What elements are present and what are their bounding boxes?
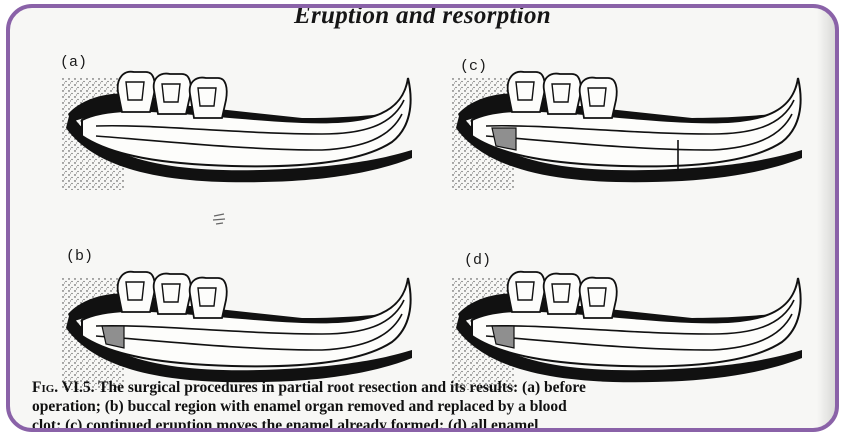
caption-line-1: Fig. VI.5. The surgical procedures in pa… bbox=[32, 378, 832, 397]
figure-illustrations bbox=[10, 8, 835, 428]
caption-line-3: clot; (c) continued eruption moves the e… bbox=[32, 416, 832, 432]
caption-line-1-text: The surgical procedures in partial root … bbox=[95, 379, 586, 396]
panel-a-drawing bbox=[62, 72, 412, 190]
scan-smudge bbox=[213, 214, 225, 224]
panel-c-drawing bbox=[452, 72, 802, 190]
panel-label-c: (c) bbox=[460, 58, 487, 75]
panel-d-drawing bbox=[452, 272, 802, 390]
figure-caption: Fig. VI.5. The surgical procedures in pa… bbox=[32, 378, 832, 432]
caption-line-2: operation; (b) buccal region with enamel… bbox=[32, 397, 832, 416]
panel-label-a: (a) bbox=[60, 54, 87, 71]
panel-label-d: (d) bbox=[464, 252, 491, 269]
panel-label-b: (b) bbox=[66, 248, 93, 265]
figure-frame: Eruption and resorption bbox=[6, 4, 839, 432]
figure-number: Fig. VI.5. bbox=[32, 379, 95, 396]
page-edge-shadow bbox=[817, 8, 835, 428]
panel-b-drawing bbox=[62, 272, 412, 390]
